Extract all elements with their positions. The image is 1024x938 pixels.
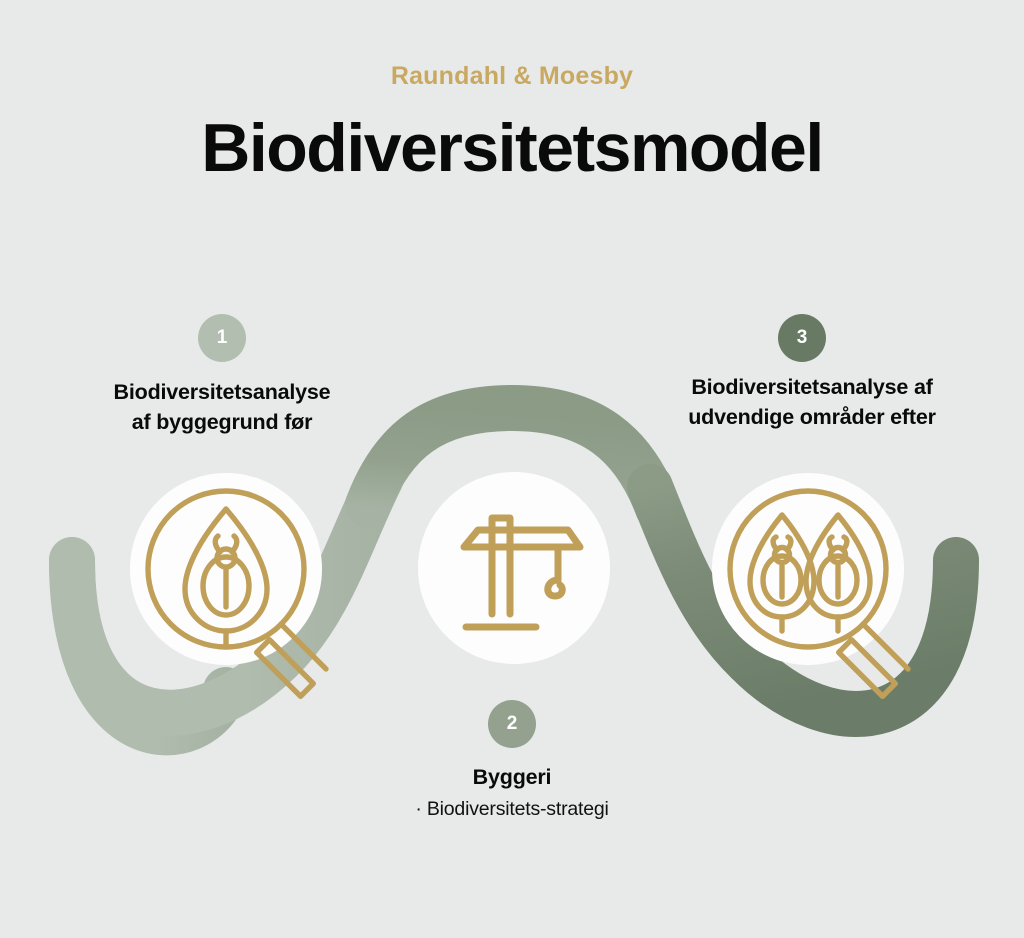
step-1-label: Biodiversitetsanalyse af byggegrund før <box>56 378 388 437</box>
step-badge-2: 2 <box>488 700 536 748</box>
step-badge-3: 3 <box>778 314 826 362</box>
beetle-body-icon <box>760 553 804 607</box>
leaf-icon <box>803 512 873 634</box>
beetle-body-icon <box>816 553 860 607</box>
construction-crane-icon <box>460 514 584 631</box>
icon-halo-2 <box>418 472 610 664</box>
step-3-label-line1: Biodiversitetsanalyse af <box>691 375 933 399</box>
step-1-label-line1: Biodiversitetsanalyse <box>113 380 331 404</box>
step-2-label: Byggeri <box>472 765 552 789</box>
step-badge-1: 1 <box>198 314 246 362</box>
leaf-icon <box>747 512 817 634</box>
step-1-icon <box>130 473 360 703</box>
step-1-label-line2: af byggegrund før <box>131 409 313 434</box>
step-3-label: Biodiversitetsanalyse af udvendige områd… <box>636 373 988 432</box>
magnifier-handle-icon <box>254 621 329 699</box>
step-3-icon <box>712 473 942 703</box>
step-badge-3-number: 3 <box>796 327 808 348</box>
beetle-head-icon <box>214 546 238 570</box>
magnifier-lens-icon <box>727 488 889 650</box>
beetle-body-icon <box>200 554 252 618</box>
step-3-label-line2: udvendige områder efter <box>688 404 936 429</box>
beetle-head-icon <box>771 544 793 566</box>
magnifier-handle-icon <box>836 621 911 699</box>
step-2-icon <box>418 472 610 664</box>
step-badge-2-number: 2 <box>506 713 518 734</box>
brand-name: Raundahl & Moesby <box>390 62 634 90</box>
step-badge-1-number: 1 <box>216 327 228 348</box>
page-title: Biodiversitetsmodel <box>201 110 824 186</box>
step-2-sublabel: · Biodiversitets-strategi <box>415 798 609 820</box>
beetle-head-icon <box>827 544 849 566</box>
